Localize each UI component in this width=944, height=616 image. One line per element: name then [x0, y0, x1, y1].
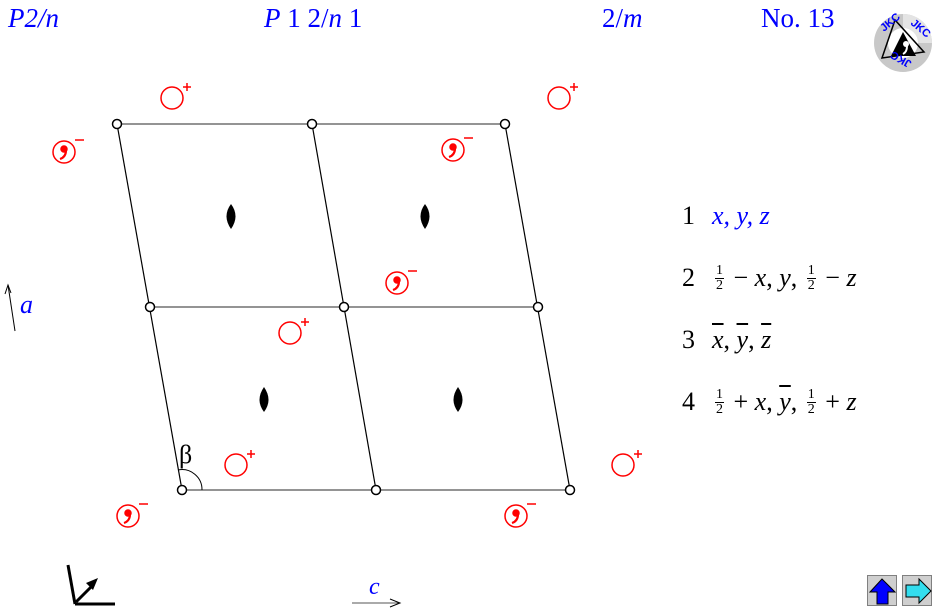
right-arrow-icon — [905, 577, 932, 605]
position-plus — [611, 453, 635, 477]
operation-expression: x, y, z — [712, 325, 772, 354]
position-minus-comma — [116, 504, 140, 528]
beta-label: β — [179, 440, 192, 469]
a-axis-arrow-icon — [4, 283, 16, 332]
a-axis-label: a — [20, 290, 33, 319]
beta-angle-arc — [177, 469, 203, 491]
position-plus — [547, 86, 571, 110]
comma-marks — [59, 143, 520, 525]
position-plus — [160, 86, 184, 110]
up-arrow-icon — [868, 578, 897, 605]
full-hm-symbol: P 1 2/n 1 — [264, 3, 363, 33]
position-minus-comma — [52, 140, 76, 164]
sign-marks — [75, 83, 642, 505]
position-minus-comma — [441, 138, 465, 162]
general-positions — [52, 86, 635, 528]
point-group: 2/m — [602, 3, 643, 33]
c-axis-arrow-icon — [352, 598, 402, 608]
space-group-number: No. 13 — [761, 3, 835, 33]
origin-axes-arrowhead — [86, 578, 98, 590]
jkc-logo-icon[interactable]: JKC JKC JKC — [872, 12, 934, 74]
position-minus-comma — [385, 271, 409, 295]
c-axis-label: c — [369, 574, 380, 600]
inversion-centers — [111, 118, 576, 496]
position-minus-comma — [504, 504, 528, 528]
position-plus — [224, 453, 248, 477]
position-plus — [278, 321, 302, 345]
nav-next-button[interactable] — [902, 575, 932, 606]
nav-up-button[interactable] — [867, 575, 897, 606]
operation-expression: x, y, z — [712, 201, 770, 230]
twofold-axis-icons — [226, 204, 463, 412]
short-hm-symbol: P2/n — [8, 3, 59, 33]
